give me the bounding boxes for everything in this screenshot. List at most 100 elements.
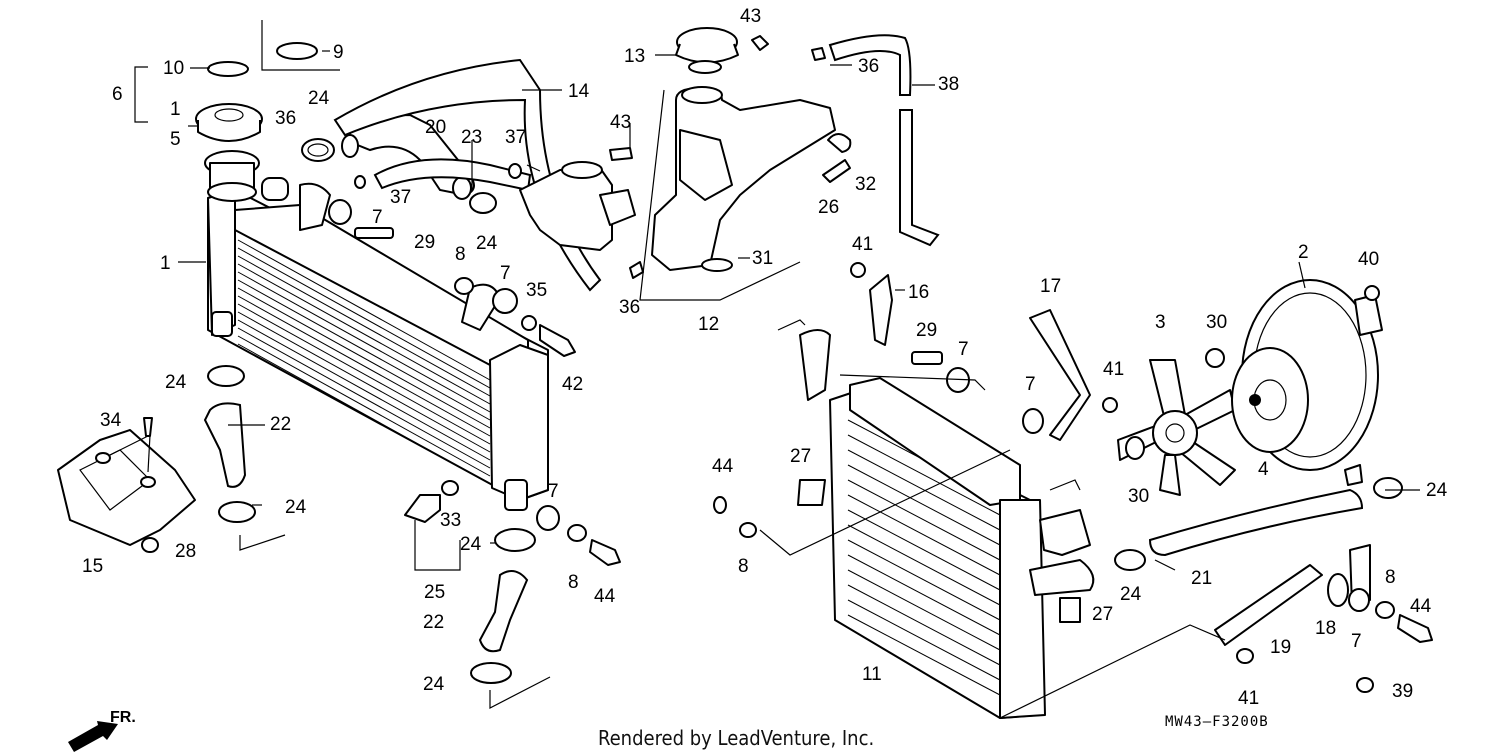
callout-24h: 24 [423,674,445,695]
callout-8d: 8 [1385,567,1396,588]
callout-7f: 7 [1351,631,1362,652]
callout-2: 2 [1298,242,1309,263]
right-radiator [799,329,1095,719]
fan-blade-3 [1117,359,1236,496]
callout-13: 13 [624,46,645,67]
callout-43b: 43 [610,112,631,133]
callout-7e: 7 [548,481,559,502]
nut-28 [141,537,159,553]
collar-29-right [911,351,943,365]
leader-19 [999,624,1226,719]
callout-43a: 43 [740,6,761,27]
callout-7a: 7 [372,207,383,228]
callout-32: 32 [855,174,876,195]
callout-37a: 37 [505,127,526,148]
bracket-12 [639,89,801,301]
hose-clamp-24-right-low [1114,549,1146,571]
callout-44b: 44 [594,586,616,607]
callout-24f: 24 [285,497,307,518]
callout-24g: 24 [460,534,482,555]
callout-28: 28 [175,541,196,562]
bolt-34 [143,417,153,437]
callout-24b: 24 [476,233,498,254]
callout-7b: 7 [500,263,511,284]
callout-23: 23 [461,127,482,148]
callout-41c: 41 [1238,688,1259,709]
callout-31: 31 [752,248,773,269]
leader-29-right [839,374,986,391]
footer-credit: Rendered by LeadVenture, Inc. [598,726,874,750]
grommet-7-top [328,199,352,225]
callout-8a: 8 [455,244,466,265]
arrow-left-low [239,534,286,551]
bolt-44-right [713,496,727,514]
callout-24a: 24 [308,88,330,109]
hose-clamp-24-bottom [470,662,512,684]
callout-33: 33 [440,510,461,531]
bracket-25 [414,520,461,571]
fan-switch-33 [404,480,459,523]
hose-clamp-24-lower [218,501,256,523]
radiator-shroud-15 [57,429,196,546]
left-radiator [204,150,549,511]
callout-25: 25 [424,582,445,603]
grommet-7-far [1348,588,1370,612]
hose-clamp-24-right [1373,477,1403,499]
hose-clamp-24-left [207,365,245,387]
callout-42: 42 [562,374,583,395]
callout-8b: 8 [568,572,579,593]
direction-label: FR. [110,709,136,726]
grommet-7-right-b [1022,408,1044,434]
callout-22a: 22 [270,414,291,435]
washer-8-lower [567,524,587,542]
lower-hose-22-center [478,570,529,653]
bracket-17 [1029,309,1091,441]
callout-24d: 24 [1120,584,1142,605]
callout-44a: 44 [712,456,734,477]
overflow-hose-14 [333,58,602,292]
collar-35 [521,315,537,331]
fan-shroud-motor [1231,279,1383,486]
bolt-44-far [1397,614,1433,643]
callout-4: 4 [1258,459,1269,480]
radiator-cap [195,103,263,142]
siphon-hose-38-top [828,34,912,96]
washer-8-right [739,522,757,538]
bolt-43-top [751,35,769,51]
callout-30a: 30 [1206,312,1227,333]
callout-20: 20 [425,117,446,138]
bolt-39 [1356,677,1374,693]
callout-12: 12 [698,314,719,335]
tank-seal [688,60,722,74]
arrow-center-low [489,676,551,709]
bolt-43-side [609,147,633,161]
nut-30-top [1205,348,1225,368]
callout-5: 5 [170,129,181,150]
callout-6: 6 [112,84,123,105]
bolt-41-top [850,262,866,278]
callout-36a: 36 [275,108,296,129]
right-inlet-pipe [799,329,831,401]
callout-10: 10 [163,58,184,79]
callout-29a: 29 [414,232,435,253]
callout-21: 21 [1191,568,1212,589]
callout-41a: 41 [852,234,873,255]
callout-18: 18 [1315,618,1336,639]
tank-rubber-31 [701,258,733,272]
front-direction-arrow: FR. [68,709,136,752]
grommet-7-mid [492,288,518,314]
washer-8-top [454,277,474,295]
hose-clamp-24-mid [469,192,497,214]
callout-41b: 41 [1103,359,1124,380]
siphon-hose-38-bottom [899,109,940,247]
bolt-44-lower [589,539,621,566]
reservoir-tank [651,86,836,272]
grommet-7-lower [536,505,560,531]
bracket-19 [1214,564,1323,646]
clip-37b [354,175,366,189]
washer-8-far [1375,601,1395,619]
callout-27a: 27 [790,446,811,467]
callout-17: 17 [1040,276,1061,297]
clip-36-low [629,261,644,279]
